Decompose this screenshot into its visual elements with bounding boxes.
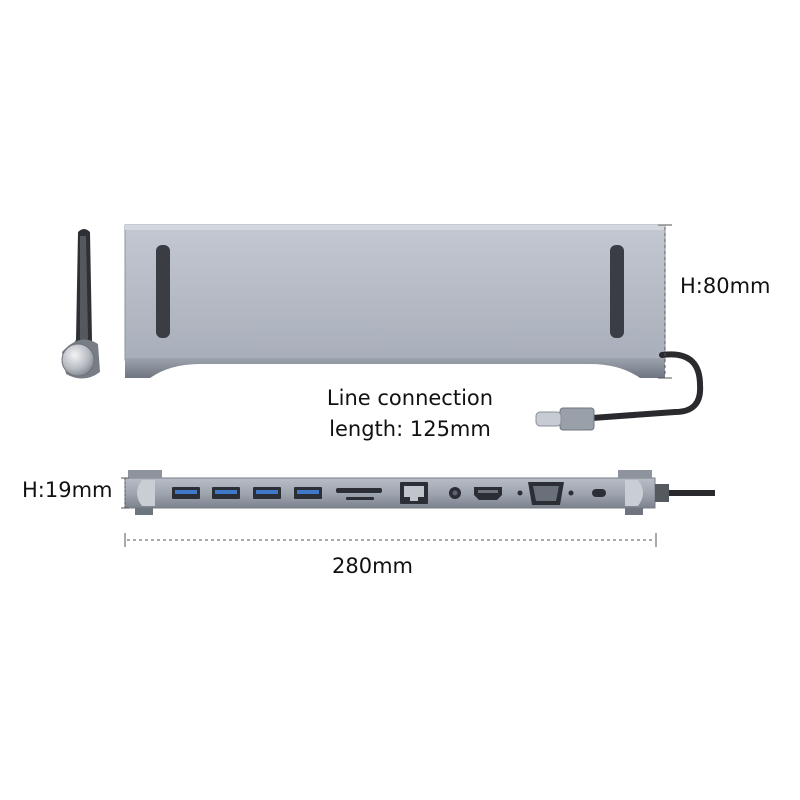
vga-port-icon bbox=[528, 482, 564, 505]
dimension-height-stand bbox=[658, 224, 672, 379]
height-hub-label: H:19mm bbox=[22, 478, 113, 502]
hub-ports-view bbox=[124, 470, 715, 515]
stand-slot-right bbox=[610, 245, 624, 338]
hinge-knob-icon bbox=[61, 343, 95, 377]
cable-length-line2: length: 125mm bbox=[329, 417, 491, 441]
width-label: 280mm bbox=[332, 554, 413, 578]
height-stand-label: H:80mm bbox=[680, 274, 771, 298]
card-reader-slot-icon bbox=[336, 488, 382, 500]
usb-c-plug-housing bbox=[559, 407, 595, 431]
stand-front-view bbox=[124, 224, 666, 378]
ethernet-port-icon bbox=[400, 482, 428, 504]
stand-slot-left bbox=[156, 245, 170, 338]
usb-a-port-icon bbox=[172, 487, 200, 499]
usb-c-cable bbox=[535, 351, 704, 431]
stand-side-view bbox=[61, 229, 100, 379]
dimension-height-hub bbox=[121, 477, 129, 509]
usb-c-port-icon bbox=[592, 489, 606, 497]
led-indicator-icon bbox=[517, 490, 523, 496]
audio-jack-icon bbox=[449, 487, 461, 499]
hdmi-port-icon bbox=[474, 487, 502, 500]
usb-a-port-icon bbox=[294, 487, 322, 499]
cable-length-line1: Line connection bbox=[326, 386, 494, 410]
dimension-width bbox=[124, 533, 657, 547]
cable-length-label: Line connection length: 125mm bbox=[300, 383, 520, 445]
usb-a-port-icon bbox=[212, 487, 240, 499]
usb-a-port-icon bbox=[253, 487, 281, 499]
usb-c-plug-tip bbox=[535, 411, 562, 427]
